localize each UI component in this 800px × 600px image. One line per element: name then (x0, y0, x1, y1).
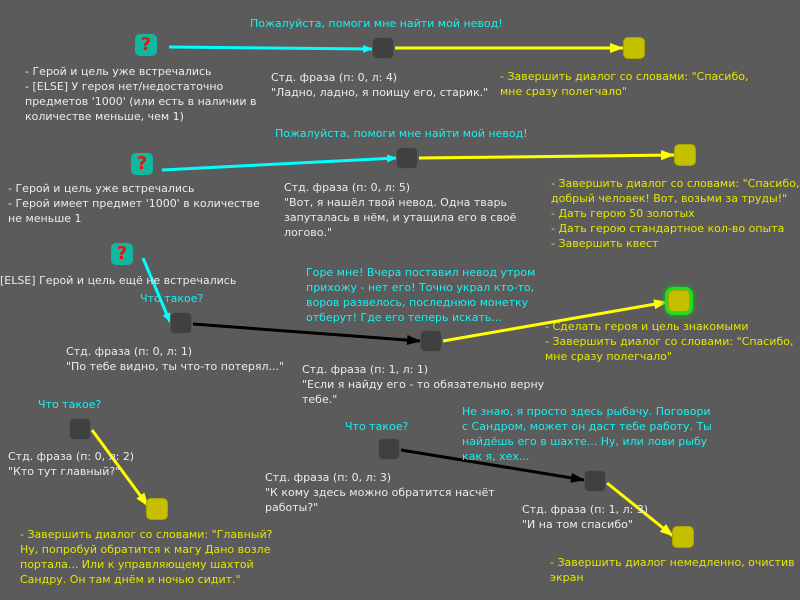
end-node-selected[interactable] (668, 290, 690, 312)
phrase-node[interactable] (396, 147, 418, 169)
condition-node[interactable]: ? (135, 34, 157, 56)
npc-line: Что такое? (140, 292, 204, 305)
reply-header: Стд. фраза (п: 1, л: 1) (302, 363, 429, 376)
condition-node[interactable]: ? (131, 153, 153, 175)
phrase-header: Стд. фраза (п: 0, л: 3) (265, 471, 392, 484)
npc-line: Пожалуйста, помоги мне найти мой невод! (275, 127, 528, 140)
question-mark-icon: ? (136, 153, 148, 174)
phrase-text: "Кто тут главный?" (8, 465, 121, 478)
phrase-node[interactable] (170, 312, 192, 334)
reply-node[interactable] (584, 470, 606, 492)
npc-reply: Не знаю, я просто здесь рыбачу. Поговори… (462, 405, 712, 463)
phrase-header: Стд. фраза (п: 0, л: 5) (284, 181, 411, 194)
npc-reply: Горе мне! Вчера поставил невод утром при… (306, 266, 536, 324)
edge (192, 322, 421, 346)
condition-node[interactable]: ? (111, 243, 133, 265)
npc-line: Пожалуйста, помоги мне найти мой невод! (250, 17, 503, 30)
edge (442, 299, 668, 343)
phrase-text: "По тебе видно, ты что-то потерял..." (66, 360, 285, 373)
phrase-header: Стд. фраза (п: 0, л: 1) (66, 345, 193, 358)
question-mark-icon: ? (140, 34, 152, 55)
action-text: - Завершить диалог немедленно, очистив э… (550, 556, 795, 584)
edge (418, 150, 675, 161)
phrase-node[interactable] (372, 37, 394, 59)
end-node[interactable] (146, 498, 168, 520)
phrase-header: Стд. фраза (п: 0, л: 2) (8, 450, 135, 463)
edge (606, 481, 674, 538)
phrase-text: "Вот, я нашёл твой невод. Одна тварь зап… (284, 196, 517, 239)
condition-text: - Герой и цель уже встречались - [ELSE] … (25, 65, 257, 123)
phrase-text: "Ладно, ладно, я поищу его, старик." (271, 86, 489, 99)
phrase-text: "К кому здесь можно обратится насчёт раб… (265, 486, 495, 514)
end-node[interactable] (623, 37, 645, 59)
reply-node[interactable] (420, 330, 442, 352)
phrase-node[interactable] (69, 418, 91, 440)
npc-line: Что такое? (345, 420, 409, 433)
condition-text: [ELSE] Герой и цель ещё не встречались (0, 274, 237, 287)
npc-line: Что такое? (38, 398, 102, 411)
edge (400, 448, 585, 483)
edge (161, 154, 397, 172)
action-text: - Завершить диалог со словами: "Спасибо,… (500, 70, 749, 98)
edge (141, 257, 172, 323)
phrase-header: Стд. фраза (п: 0, л: 4) (271, 71, 398, 84)
end-node[interactable] (672, 526, 694, 548)
edge (168, 44, 373, 53)
reply-text: "Если я найду его - то обязательно верну… (302, 378, 545, 406)
reply-text: "И на том спасибо" (522, 518, 633, 531)
action-text: - Сделать героя и цель знакомыми - Завер… (545, 320, 794, 363)
reply-header: Стд. фраза (п: 1, л: 3) (522, 503, 649, 516)
condition-text: - Герой и цель уже встречались - Герой и… (8, 182, 260, 225)
end-node[interactable] (674, 144, 696, 166)
phrase-node[interactable] (378, 438, 400, 460)
edge (90, 429, 150, 507)
question-mark-icon: ? (116, 243, 128, 264)
action-text: - Завершить диалог со словами: "Главный?… (20, 528, 273, 586)
action-text: - Завершить диалог со словами: "Спасибо,… (551, 177, 800, 250)
